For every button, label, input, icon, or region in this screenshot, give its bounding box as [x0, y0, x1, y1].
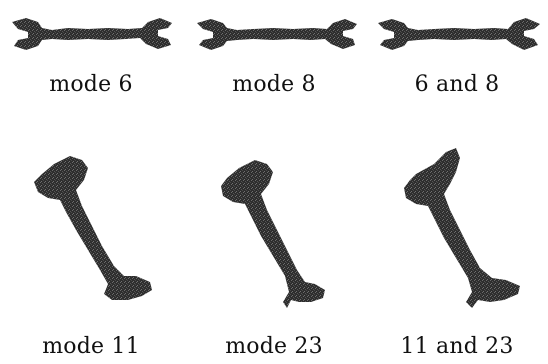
wrench-icon: [197, 19, 357, 50]
wrench-icon: [378, 18, 540, 50]
panel-6-and-8: 6 and 8: [366, 0, 548, 110]
wrench-icon: [12, 18, 172, 50]
panel-caption: 6 and 8: [414, 72, 500, 97]
panel-11-and-23: 11 and 23: [366, 140, 548, 364]
bone-icon: [34, 156, 152, 300]
panel-caption: mode 6: [49, 72, 133, 97]
bone-icon: [221, 160, 325, 308]
panel-mode-23: mode 23: [183, 140, 365, 364]
panel-caption: mode 8: [232, 72, 316, 97]
bone-icon: [404, 148, 520, 308]
panel-mode-8: mode 8: [183, 0, 365, 110]
panel-caption: 11 and 23: [400, 334, 514, 359]
panel-caption: mode 23: [225, 334, 323, 359]
panel-mode-11: mode 11: [0, 140, 182, 364]
panel-caption: mode 11: [42, 334, 140, 359]
panel-mode-6: mode 6: [0, 0, 182, 110]
